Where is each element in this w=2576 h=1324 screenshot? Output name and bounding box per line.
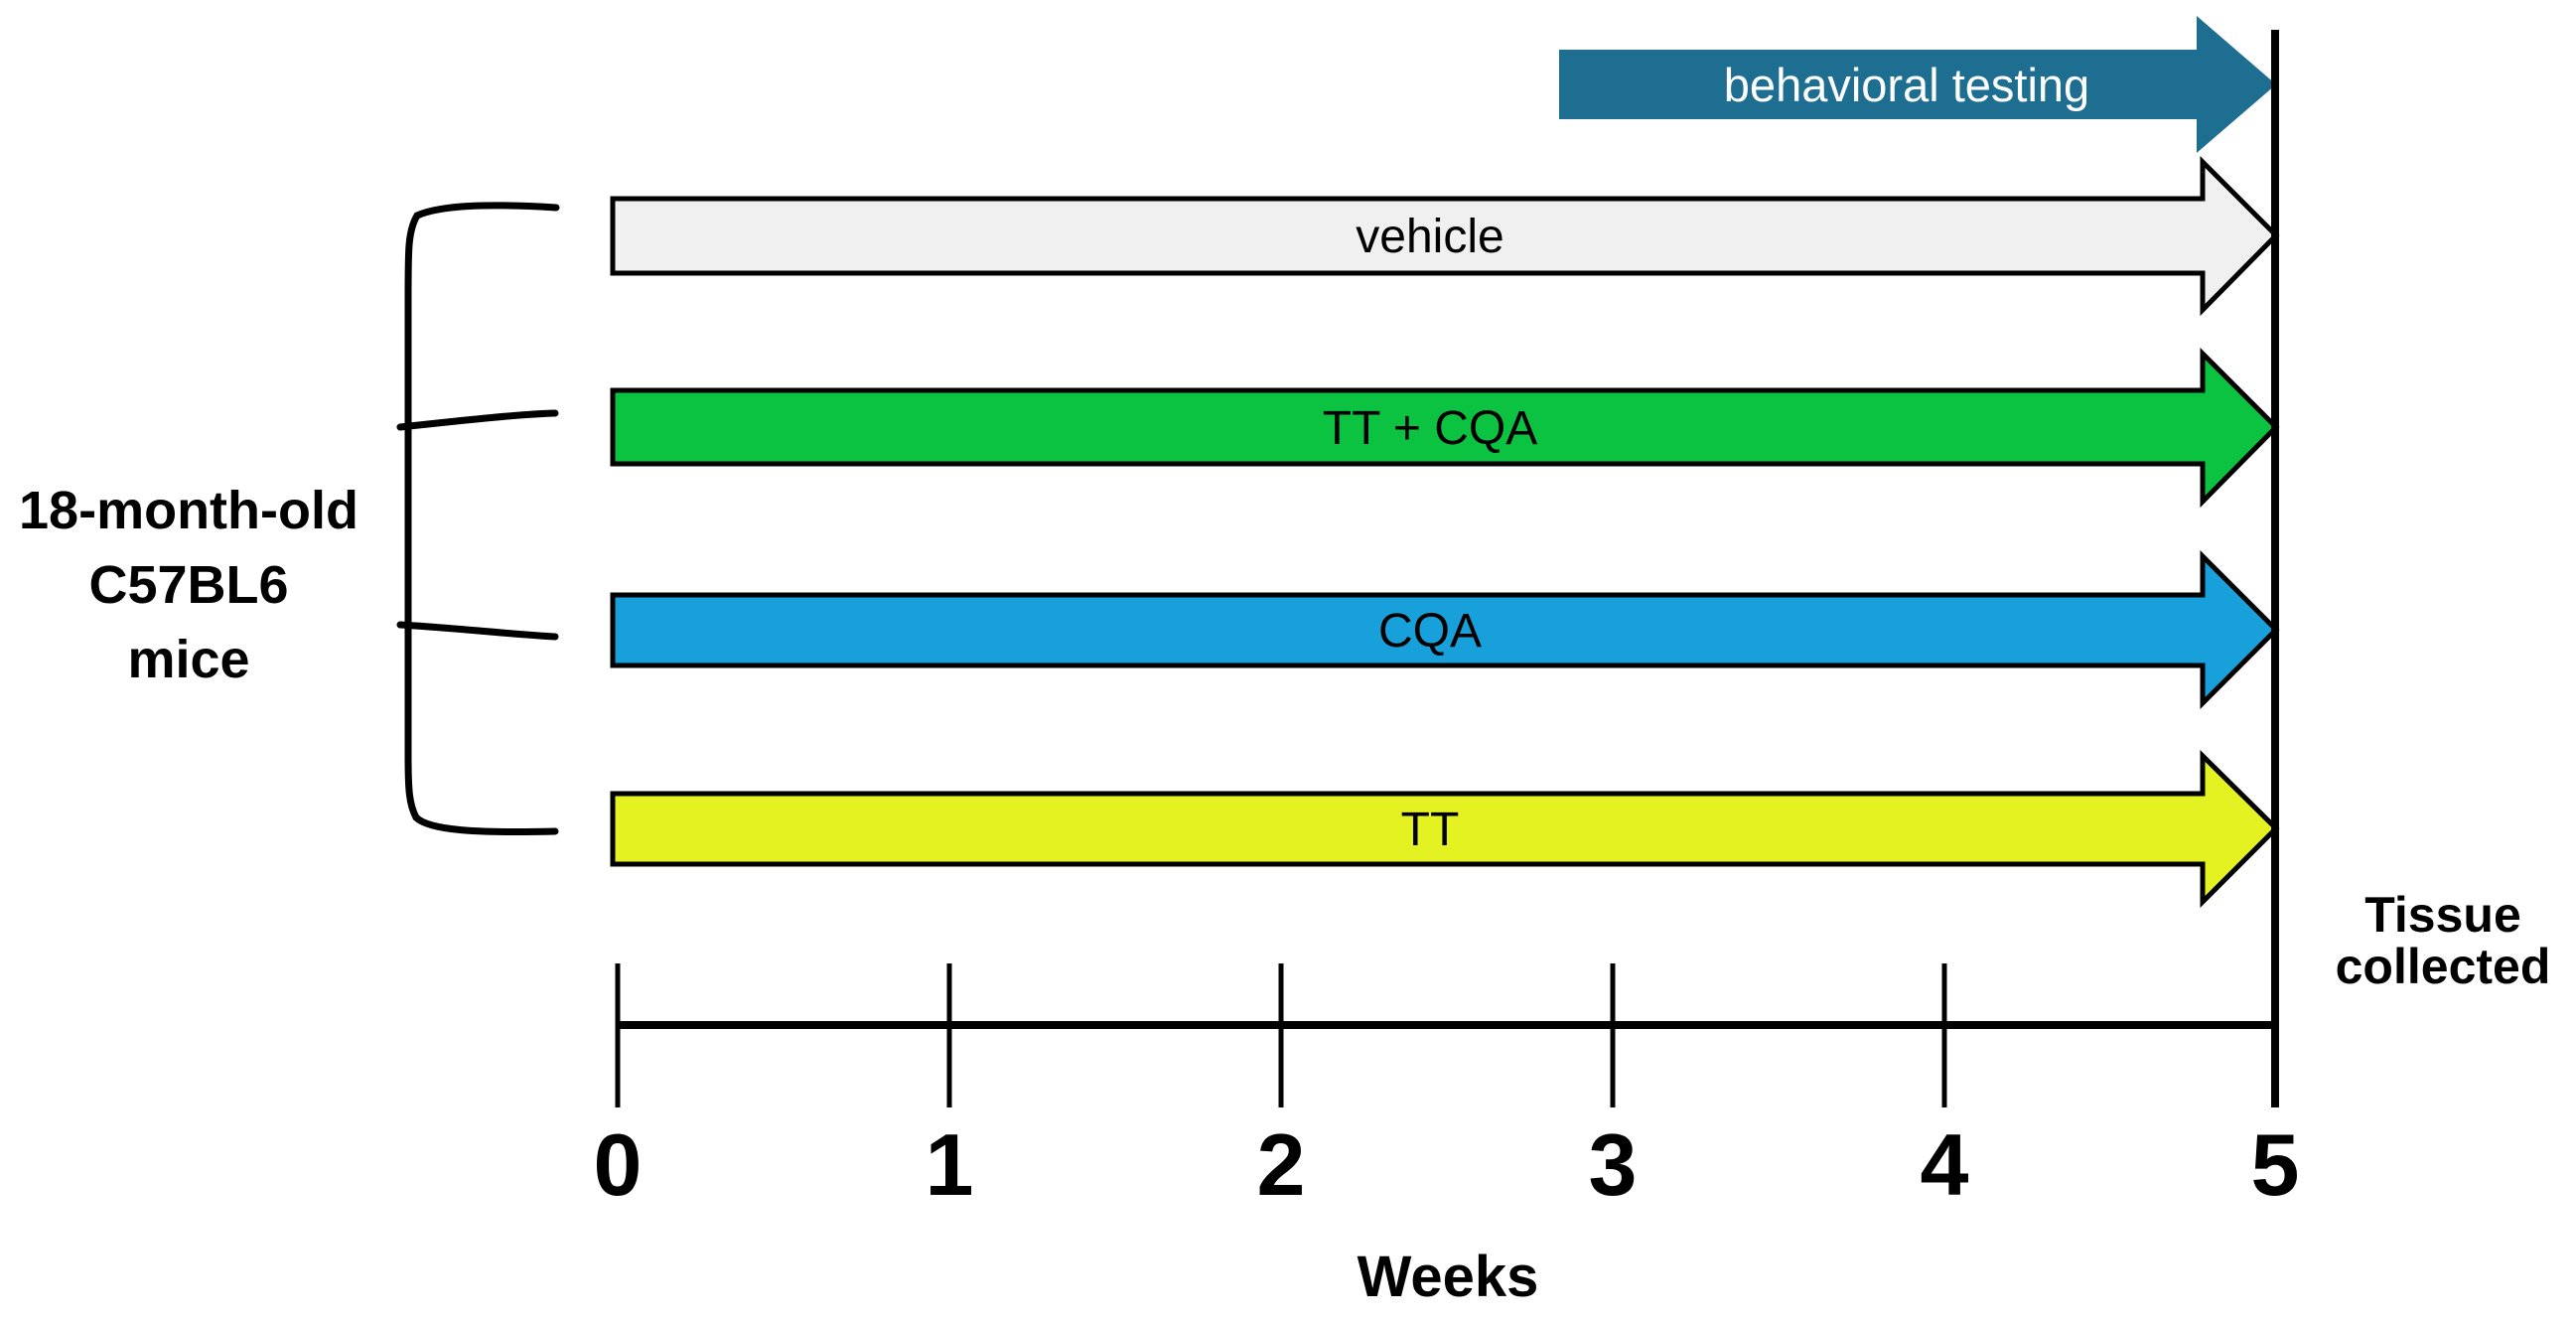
group-arrow-vehicle: vehicle — [610, 155, 2280, 317]
week-axis-ticks — [615, 963, 1947, 1107]
behavioral-testing-label: behavioral testing — [1724, 59, 2089, 111]
group-arrow-tt: TT — [610, 750, 2280, 909]
tt-cqa-arrow-shape — [610, 347, 2280, 509]
cqa-arrow-shape — [610, 549, 2280, 710]
week-label-2: 2 — [1257, 1115, 1306, 1214]
endpoint-label-line-2: collected — [2336, 939, 2551, 994]
cqa-arrow-label: CQA — [1378, 605, 1482, 658]
cohort-label-line-3: mice — [127, 630, 249, 689]
group-arrow-tt-cqa: TT + CQA — [610, 347, 2280, 509]
cohort-label-line-2: C57BL6 — [88, 555, 288, 615]
tt-arrow-label: TT — [1401, 804, 1460, 856]
vehicle-arrow-shape — [610, 155, 2280, 317]
week-axis: 0 1 2 3 4 5 Weeks — [594, 963, 2300, 1309]
tt-arrow-shape — [610, 750, 2280, 909]
vehicle-arrow-label: vehicle — [1356, 211, 1503, 263]
bracket-branch-tt-cqa — [396, 409, 559, 431]
cohort-label-line-1: 18-month-old — [19, 481, 358, 540]
week-label-3: 3 — [1589, 1115, 1638, 1214]
week-axis-title: Weeks — [1358, 1245, 1539, 1309]
bracket-branch-tt — [412, 813, 559, 836]
bracket-branch-cqa — [396, 621, 559, 641]
endpoint-label-line-1: Tissue — [2364, 887, 2521, 943]
bracket-branch-vehicle — [413, 202, 560, 220]
week-label-0: 0 — [594, 1115, 643, 1214]
cohort-label: 18-month-old C57BL6 mice — [19, 481, 358, 689]
week-label-4: 4 — [1921, 1115, 1969, 1214]
week-label-1: 1 — [926, 1115, 974, 1214]
endpoint-label: Tissue collected — [2336, 887, 2551, 994]
bracket-spine — [404, 212, 421, 821]
behavioral-testing-arrow: behavioral testing — [1559, 16, 2276, 153]
week-label-5: 5 — [2251, 1115, 2300, 1214]
cohort-bracket — [396, 202, 560, 836]
behavioral-testing-arrow-shape — [1559, 16, 2276, 153]
week-axis-tick-labels: 0 1 2 3 4 5 — [594, 1115, 2300, 1214]
tt-cqa-arrow-label: TT + CQA — [1323, 402, 1538, 455]
group-arrow-cqa: CQA — [610, 549, 2280, 710]
